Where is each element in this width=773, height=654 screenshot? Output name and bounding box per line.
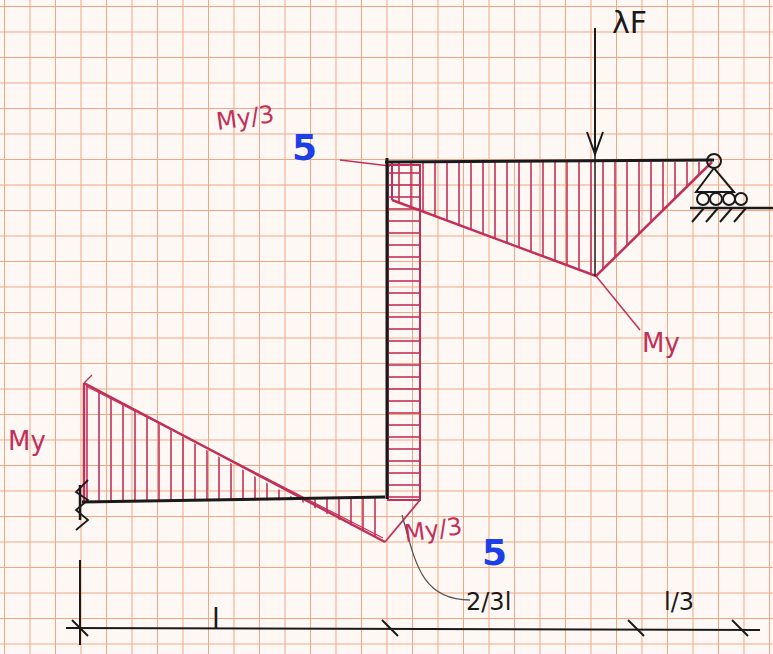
moment-value: My/3 <box>215 102 276 134</box>
callout-number: 5 <box>292 130 317 166</box>
load-arrow <box>587 132 603 154</box>
load-label: λF <box>612 8 647 38</box>
beam <box>385 160 714 162</box>
moment-value: My <box>642 330 680 356</box>
load-arrow <box>594 28 596 152</box>
leader-line <box>596 276 640 330</box>
dimension-label: 2/3l <box>466 590 511 614</box>
roller-support <box>690 154 773 222</box>
fixed-support <box>76 480 88 530</box>
load-line <box>594 154 596 276</box>
dimension-label: l/3 <box>664 590 694 614</box>
moment-line <box>391 162 393 200</box>
moment-area <box>392 162 712 276</box>
leader-line <box>340 160 390 166</box>
moment-line <box>84 383 385 542</box>
moment-line <box>392 162 712 276</box>
beam <box>82 497 385 502</box>
moment-line <box>86 386 383 538</box>
leader-line <box>402 515 470 600</box>
callout-number: 5 <box>482 535 507 571</box>
moment-value: My <box>8 428 46 454</box>
column <box>386 158 389 499</box>
moment-area <box>388 165 420 500</box>
dimension-label: l <box>212 606 220 634</box>
moment-value: My/3 <box>403 514 464 546</box>
dimension-line <box>66 560 760 645</box>
leader-line <box>84 375 92 383</box>
